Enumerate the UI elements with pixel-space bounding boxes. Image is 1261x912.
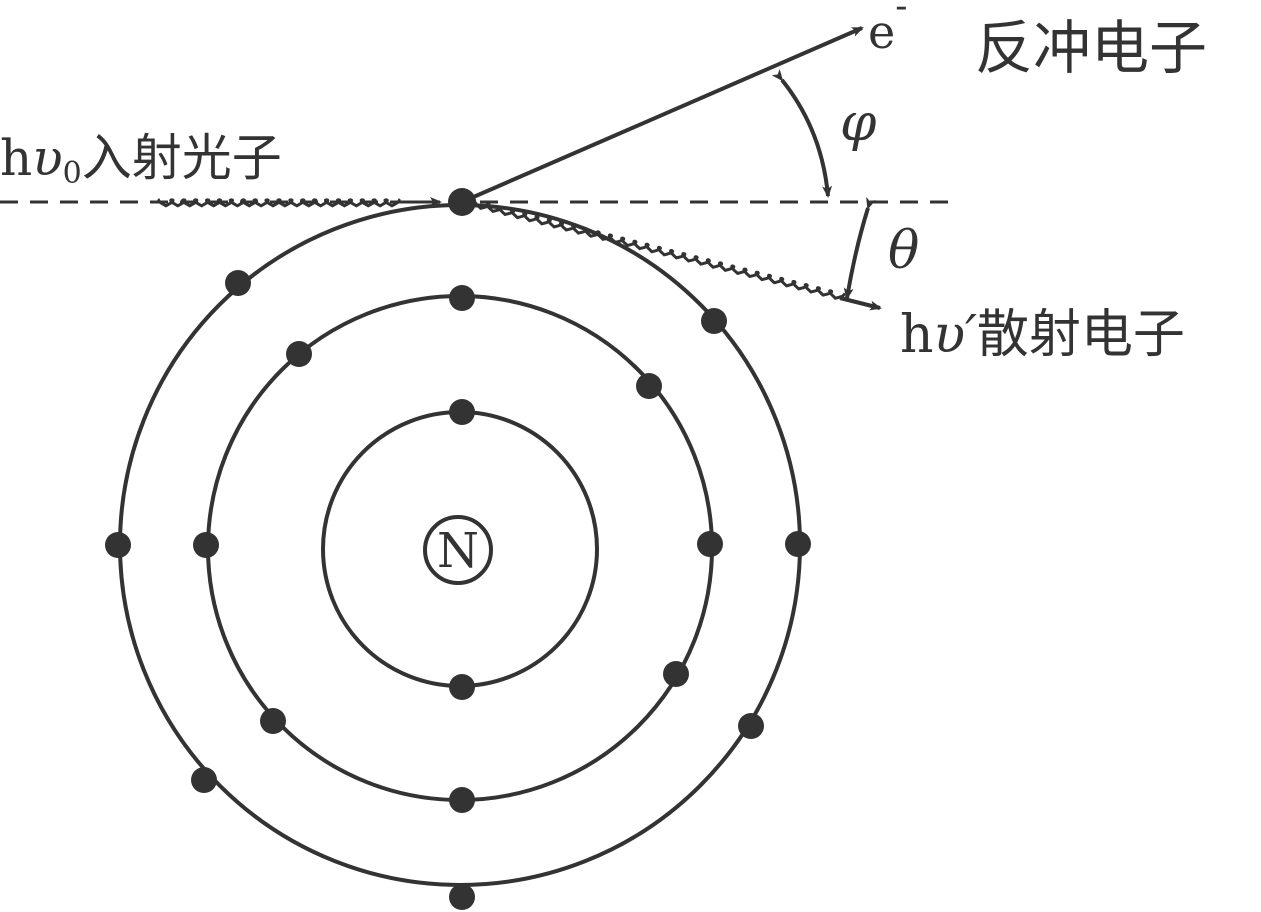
electron [738, 713, 764, 739]
scattered-photon-arrow [839, 296, 882, 311]
scattered-photon-label: hυ′散射电子 [900, 305, 1185, 365]
electron [449, 787, 475, 813]
incident-photon-wave [157, 198, 401, 208]
recoil-electron-label: 反冲电子 [975, 14, 1207, 82]
electron [193, 532, 219, 558]
electron [697, 531, 723, 557]
scattered-nu: υ′ [934, 305, 978, 365]
electron [225, 270, 251, 296]
electron-e: e [868, 5, 895, 59]
incident-nu-subscript: 0 [63, 156, 82, 191]
scattered-photon-wave [473, 199, 846, 300]
nucleus: N [423, 515, 493, 585]
phi-angle-arc [771, 69, 833, 198]
theta-angle-arc [843, 196, 876, 300]
recoil-electron-arrow [461, 26, 864, 204]
incident-photon-label: hυ0入射光子 [0, 129, 282, 191]
recoil-electron-symbol: e- [868, 0, 907, 59]
electrons [105, 270, 811, 910]
electron [449, 285, 475, 311]
scattered-text: 散射电子 [977, 305, 1185, 365]
electron [260, 708, 286, 734]
electron [286, 341, 312, 367]
electron [449, 884, 475, 910]
electron [105, 532, 131, 558]
incident-h: h [0, 129, 32, 187]
phi-label: φ [840, 93, 877, 153]
nucleus-label: N [437, 523, 479, 579]
electron [785, 531, 811, 557]
theta-label: θ [888, 221, 919, 281]
electron [191, 767, 217, 793]
incident-text: 入射光子 [82, 129, 282, 187]
electron [449, 399, 475, 425]
electron [701, 308, 727, 334]
nucleus-circle [423, 515, 493, 585]
electron-superscript: - [895, 0, 907, 27]
electron [636, 373, 662, 399]
incident-nu: υ [32, 129, 62, 187]
electron [663, 661, 689, 687]
electron [449, 674, 475, 700]
scattered-h: h [900, 305, 934, 365]
